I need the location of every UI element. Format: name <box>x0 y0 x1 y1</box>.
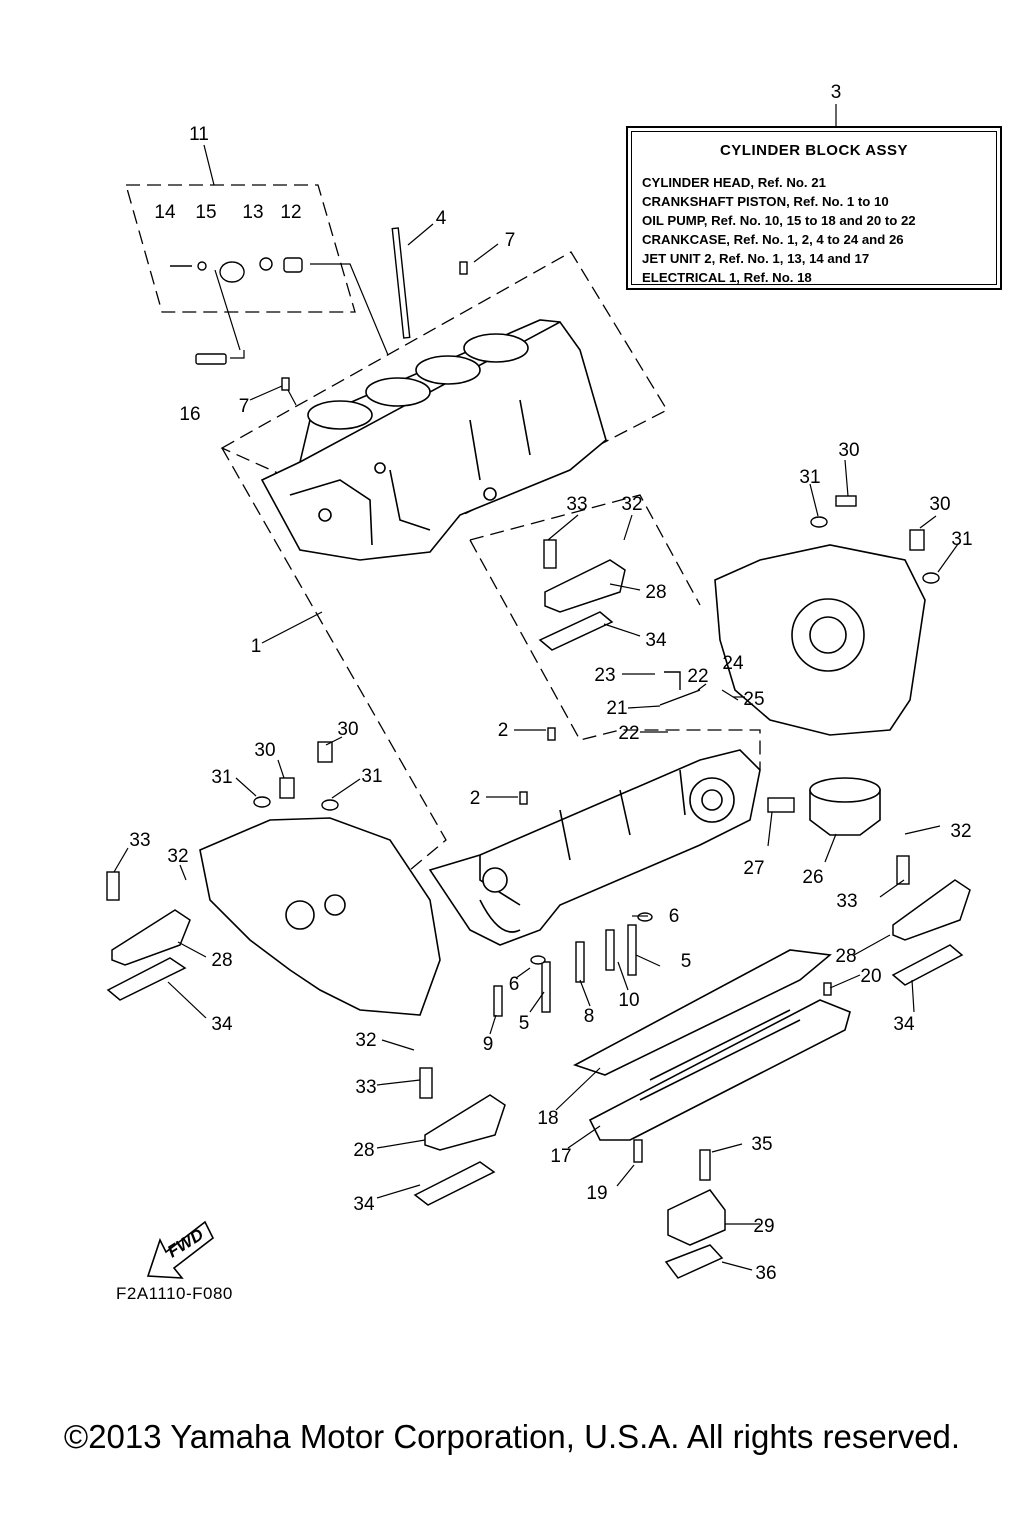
callout-34d: 34 <box>353 1194 375 1215</box>
callout-5a: 5 <box>681 951 692 972</box>
callout-4: 4 <box>436 208 447 229</box>
callout-27: 27 <box>743 858 764 879</box>
callout-31b: 31 <box>951 529 972 550</box>
oil-filter-26 <box>809 777 881 836</box>
callout-10: 10 <box>618 990 639 1011</box>
fitting-27 <box>767 797 795 813</box>
mount-lower <box>424 1094 506 1151</box>
callout-32b: 32 <box>167 846 188 867</box>
oil-pan <box>572 949 851 1141</box>
figure-code: F2A1110-F080 <box>116 1284 233 1303</box>
callout-34c: 34 <box>893 1014 915 1035</box>
legend-line: CRANKSHAFT PISTON, Ref. No. 1 to 10 <box>642 194 889 209</box>
callout-13: 13 <box>242 202 263 223</box>
callout-1: 1 <box>251 636 262 657</box>
callout-32c: 32 <box>950 821 971 842</box>
mount-left <box>111 909 191 966</box>
callout-31d: 31 <box>361 766 382 787</box>
callout-14: 14 <box>154 202 176 223</box>
callout-32a: 32 <box>621 494 642 515</box>
legend-line: ELECTRICAL 1, Ref. No. 18 <box>642 270 812 285</box>
gasket-18 <box>572 949 832 1076</box>
oil-pump-box <box>469 539 761 770</box>
callout-33c: 33 <box>836 891 857 912</box>
crankcase <box>428 749 761 946</box>
callout-22a: 22 <box>687 666 708 687</box>
callout-28a: 28 <box>645 582 666 603</box>
callout-20: 20 <box>860 966 881 987</box>
callout-30d: 30 <box>254 740 275 761</box>
callout-31c: 31 <box>211 767 232 788</box>
callout-28b: 28 <box>211 950 232 971</box>
subassembly-11-box <box>125 184 356 313</box>
callout-6a: 6 <box>669 906 680 927</box>
callout-24: 24 <box>722 653 744 674</box>
callout-29: 29 <box>753 1216 774 1237</box>
callout-7b: 7 <box>239 396 250 417</box>
callout-33b: 33 <box>129 830 150 851</box>
callout-2b: 2 <box>470 788 481 809</box>
callout-15: 15 <box>195 202 216 223</box>
oil-pan-17 <box>588 999 851 1141</box>
legend-line: CYLINDER HEAD, Ref. No. 21 <box>642 175 826 190</box>
fasteners <box>106 227 940 1181</box>
callout-5b: 5 <box>519 1013 530 1034</box>
legend-title: CYLINDER BLOCK ASSY <box>719 142 909 159</box>
callout-numbers: 3 11 14 15 13 12 4 7 7 16 30 31 30 31 33… <box>129 82 972 1284</box>
callout-31a: 31 <box>799 467 820 488</box>
callout-30c: 30 <box>337 719 358 740</box>
callout-12: 12 <box>280 202 301 223</box>
plate-36 <box>664 1244 724 1279</box>
callout-25: 25 <box>743 689 764 710</box>
cylinder-block <box>260 319 607 561</box>
callout-33d: 33 <box>355 1077 376 1098</box>
mount-right <box>892 879 971 941</box>
stud-4 <box>391 227 411 339</box>
copyright-notice: ©2013 Yamaha Motor Corporation, U.S.A. A… <box>63 1418 961 1455</box>
callout-34b: 34 <box>211 1014 233 1035</box>
callout-6b: 6 <box>509 974 520 995</box>
callout-35: 35 <box>751 1134 772 1155</box>
legend-line: OIL PUMP, Ref. No. 10, 15 to 18 and 20 t… <box>642 213 916 228</box>
callout-28d: 28 <box>353 1140 374 1161</box>
callout-30b: 30 <box>929 494 950 515</box>
mount-29 <box>667 1189 726 1246</box>
legend-line: CRANKCASE, Ref. No. 1, 2, 4 to 24 and 26 <box>642 232 904 247</box>
assembly-legend-inner: CYLINDER BLOCK ASSY CYLINDER HEAD, Ref. … <box>631 131 997 285</box>
fwd-arrow: FWD <box>146 1220 215 1279</box>
callout-9: 9 <box>483 1034 494 1055</box>
callout-33a: 33 <box>566 494 587 515</box>
callout-17: 17 <box>550 1146 571 1167</box>
upper-crankcase-box <box>469 494 701 606</box>
callout-2a: 2 <box>498 720 509 741</box>
callout-16: 16 <box>179 404 200 425</box>
crankcase-box <box>221 447 447 871</box>
callout-22b: 22 <box>618 723 639 744</box>
mount-upper <box>544 559 626 613</box>
callout-8: 8 <box>584 1006 595 1027</box>
legend-line: JET UNIT 2, Ref. No. 1, 13, 14 and 17 <box>642 251 870 266</box>
callout-36: 36 <box>755 1263 776 1284</box>
engine-mounts <box>111 559 971 1246</box>
callout-19: 19 <box>586 1183 607 1204</box>
callout-21: 21 <box>606 698 627 719</box>
callout-26: 26 <box>802 867 823 888</box>
covers <box>199 544 926 1016</box>
callout-32d: 32 <box>355 1030 376 1051</box>
callout-7a: 7 <box>505 230 516 251</box>
callout-23: 23 <box>594 665 615 686</box>
callout-28c: 28 <box>835 946 856 967</box>
left-cover <box>199 817 441 1016</box>
callout-3: 3 <box>831 82 842 103</box>
leader-lines <box>113 104 959 1271</box>
assembly-legend: CYLINDER BLOCK ASSY CYLINDER HEAD, Ref. … <box>626 126 1002 290</box>
callout-34a: 34 <box>645 630 667 651</box>
callout-30a: 30 <box>838 440 859 461</box>
callout-18: 18 <box>537 1108 558 1129</box>
damper-plates <box>106 611 964 1279</box>
callout-11: 11 <box>189 124 209 145</box>
